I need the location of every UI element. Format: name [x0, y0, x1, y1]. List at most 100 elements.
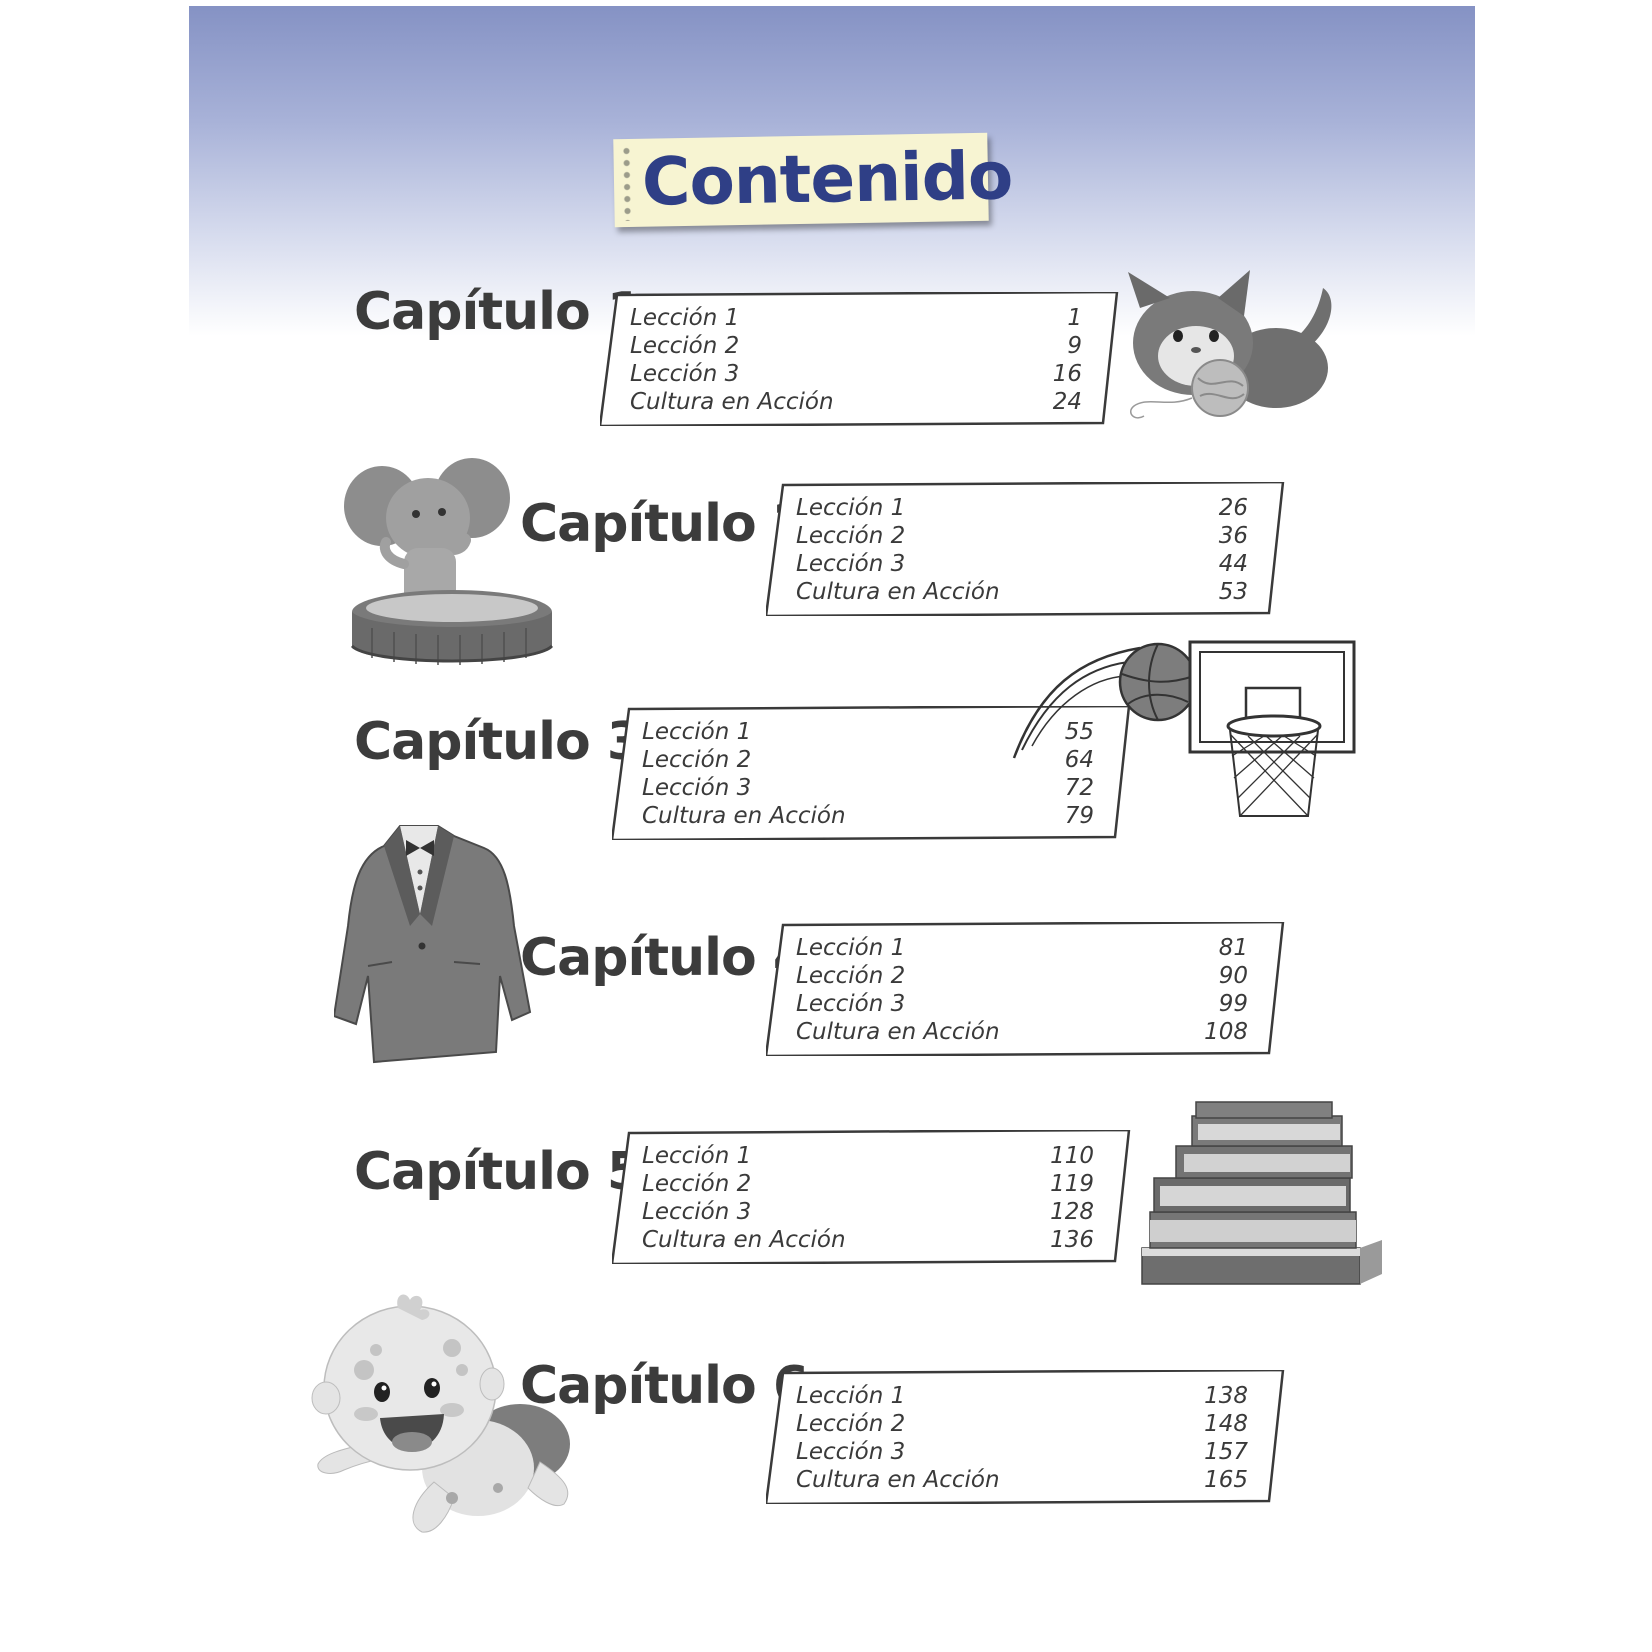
- toc-label: Lección 2: [642, 747, 752, 773]
- toc-page-number: 72: [1064, 775, 1094, 801]
- toc-row: Lección 2 9: [630, 332, 1082, 360]
- page-title: Contenido: [641, 137, 1013, 221]
- toc-page-number: 136: [1050, 1227, 1094, 1253]
- toc-box-2: Lección 1 26 Lección 2 36 Lección 3 44 Cult…: [766, 482, 1286, 616]
- toc-box-frame: [766, 482, 1285, 616]
- toc-page-number: 24: [1052, 389, 1082, 415]
- toc-label: Lección 3: [642, 1199, 752, 1225]
- toc-row: Cultura en Acción 53: [796, 578, 1248, 606]
- chapter-title-4: Capítulo 4: [520, 928, 809, 988]
- toc-page-number: 16: [1052, 361, 1082, 387]
- toc-page-number: 165: [1204, 1467, 1248, 1493]
- toc-row: Lección 3 16: [630, 360, 1082, 388]
- toc-label: Lección 1: [642, 719, 752, 745]
- toc-page-number: 148: [1204, 1411, 1248, 1437]
- cat-icon: [1128, 270, 1332, 419]
- toc-box-frame: [766, 1370, 1285, 1504]
- toc-label: Lección 3: [642, 775, 752, 801]
- toc-page-number: 64: [1064, 747, 1094, 773]
- toc-row: Cultura en Acción 136: [642, 1226, 1094, 1254]
- toc-row: Lección 1 55: [642, 718, 1094, 746]
- toc-label: Lección 3: [796, 991, 906, 1017]
- toc-label: Lección 1: [630, 305, 740, 331]
- chapter-title-6: Capítulo 6: [520, 1356, 809, 1416]
- toc-label: Lección 2: [796, 1411, 906, 1437]
- chapter-title-1: Capítulo 1: [354, 282, 643, 342]
- basketball-hoop-icon: [1012, 640, 1356, 817]
- toc-label: Lección 3: [630, 361, 740, 387]
- toc-label: Cultura en Acción: [630, 389, 834, 415]
- toc-page-number: 90: [1218, 963, 1248, 989]
- toc-page-number: 119: [1050, 1171, 1094, 1197]
- toc-label: Lección 1: [796, 935, 906, 961]
- toc-box-3: Lección 1 55 Lección 2 64 Lección 3 72 Cult…: [612, 706, 1132, 840]
- toc-row: Lección 1 110: [642, 1142, 1094, 1170]
- toc-label: Lección 2: [796, 963, 906, 989]
- book-stack-icon: [1141, 1101, 1382, 1285]
- toc-label: Cultura en Acción: [796, 1019, 1000, 1045]
- toc-row: Lección 1 138: [796, 1382, 1248, 1410]
- toc-label: Lección 3: [796, 1439, 906, 1465]
- toc-row: Lección 3 128: [642, 1198, 1094, 1226]
- toc-label: Cultura en Acción: [642, 1227, 846, 1253]
- toc-page-number: 99: [1218, 991, 1248, 1017]
- toc-row: Lección 2 36: [796, 522, 1248, 550]
- toc-row: Lección 1 1: [630, 304, 1082, 332]
- toc-row: Lección 3 44: [796, 550, 1248, 578]
- toc-label: Lección 1: [642, 1143, 752, 1169]
- toc-page-number: 36: [1218, 523, 1248, 549]
- toc-label: Lección 2: [642, 1171, 752, 1197]
- toc-page-number: 108: [1204, 1019, 1248, 1045]
- toc-box-frame: [612, 1130, 1131, 1264]
- toc-page-number: 138: [1204, 1383, 1248, 1409]
- toc-page-number: 79: [1064, 803, 1094, 829]
- toc-page-number: 55: [1064, 719, 1094, 745]
- toc-row: Lección 2 64: [642, 746, 1094, 774]
- toc-box-6: Lección 1 138 Lección 2 148 Lección 3 157 C…: [766, 1370, 1286, 1504]
- toc-label: Lección 2: [796, 523, 906, 549]
- toc-row: Lección 2 148: [796, 1410, 1248, 1438]
- chapter-title-5: Capítulo 5: [354, 1142, 643, 1202]
- toc-row: Lección 1 26: [796, 494, 1248, 522]
- toc-page-number: 26: [1218, 495, 1248, 521]
- toc-box-frame: [766, 922, 1285, 1056]
- toc-box-4: Lección 1 81 Lección 2 90 Lección 3 99 Cult…: [766, 922, 1286, 1056]
- toc-row: Cultura en Acción 24: [630, 388, 1082, 416]
- toc-label: Lección 3: [796, 551, 906, 577]
- toc-label: Cultura en Acción: [796, 579, 1000, 605]
- toc-row: Lección 1 81: [796, 934, 1248, 962]
- title-tag: Contenido: [613, 132, 1013, 228]
- toc-row: Cultura en Acción 108: [796, 1018, 1248, 1046]
- tuxedo-jacket-icon: [334, 825, 532, 1064]
- toc-label: Cultura en Acción: [796, 1467, 1000, 1493]
- toc-box-frame: [612, 706, 1131, 840]
- toc-page-number: 110: [1050, 1143, 1094, 1169]
- toc-label: Lección 1: [796, 1383, 906, 1409]
- toc-box-frame: [600, 292, 1119, 426]
- toc-page-number: 44: [1218, 551, 1248, 577]
- toc-row: Lección 2 119: [642, 1170, 1094, 1198]
- toc-row: Cultura en Acción 79: [642, 802, 1094, 830]
- toc-box-1: Lección 1 1 Lección 2 9 Lección 3 16 Cultur…: [600, 292, 1120, 426]
- toc-row: Lección 2 90: [796, 962, 1248, 990]
- toc-label: Lección 1: [796, 495, 906, 521]
- toc-page-number: 1: [1067, 305, 1082, 331]
- baby-icon: [311, 1294, 570, 1533]
- toc-row: Lección 3 72: [642, 774, 1094, 802]
- toc-box-5: Lección 1 110 Lección 2 119 Lección 3 128 C…: [612, 1130, 1132, 1264]
- toc-row: Lección 3 99: [796, 990, 1248, 1018]
- chapter-title-2: Capítulo 2: [520, 494, 809, 554]
- toc-page-number: 53: [1218, 579, 1248, 605]
- toc-page-number: 81: [1218, 935, 1248, 961]
- toc-row: Lección 3 157: [796, 1438, 1248, 1466]
- toc-row: Cultura en Acción 165: [796, 1466, 1248, 1494]
- notebook-holes: [619, 144, 635, 222]
- toc-page-number: 157: [1204, 1439, 1248, 1465]
- toc-label: Cultura en Acción: [642, 803, 846, 829]
- chapter-title-3: Capítulo 3: [354, 712, 643, 772]
- toc-page-number: 9: [1067, 333, 1082, 359]
- elephant-icon: [344, 458, 554, 665]
- toc-page-number: 128: [1050, 1199, 1094, 1225]
- toc-label: Lección 2: [630, 333, 740, 359]
